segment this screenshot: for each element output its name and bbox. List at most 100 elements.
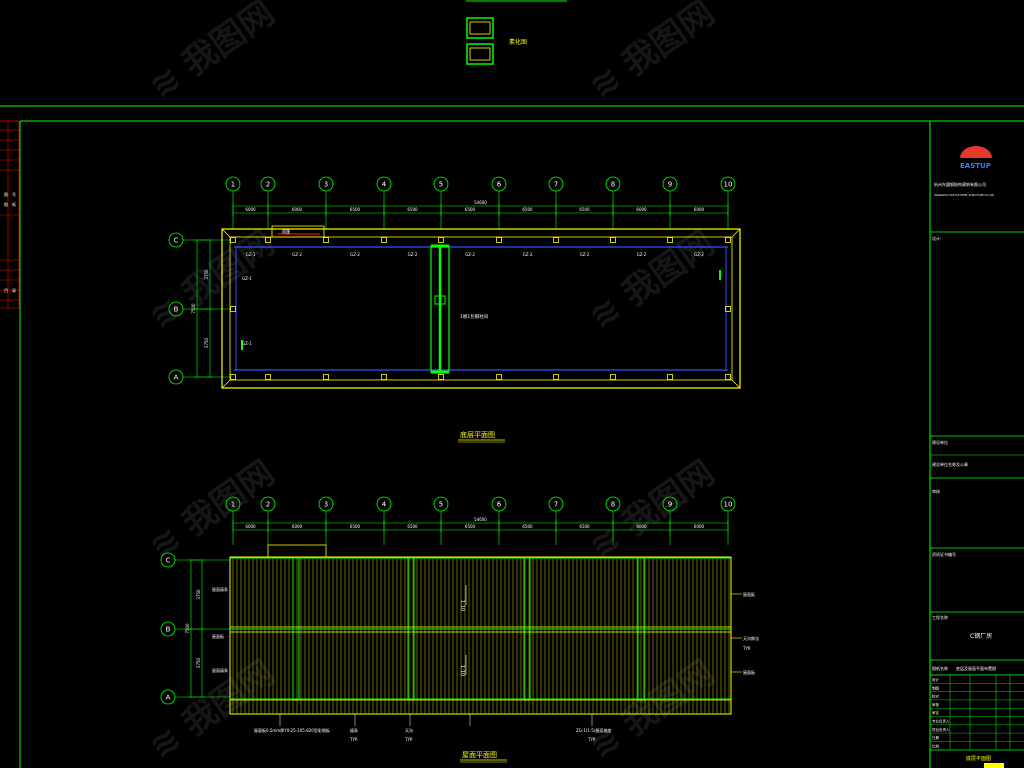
drawing-frame bbox=[0, 105, 1024, 768]
row-label-C: C bbox=[174, 237, 179, 245]
svg-text:≋ 我图网: ≋ 我图网 bbox=[582, 0, 722, 107]
legend: 素化图 bbox=[466, 0, 567, 65]
row-label-B: B bbox=[174, 306, 179, 314]
roof-bottom-label-4: TYP. bbox=[404, 737, 413, 742]
row-dim-1: 7500 bbox=[191, 303, 196, 314]
span-dim-1: 6000 bbox=[292, 524, 303, 529]
roof-bottom-label-6: TYP. bbox=[587, 737, 596, 742]
column bbox=[667, 374, 673, 380]
tb-note: 设计: bbox=[932, 235, 941, 241]
column bbox=[553, 374, 559, 380]
column bbox=[381, 237, 387, 243]
span-dim-4: 6500 bbox=[465, 524, 476, 529]
span-dim-2: 6500 bbox=[350, 207, 361, 212]
tb-row-2: 校对 bbox=[932, 694, 940, 699]
axis-label-4: 4 bbox=[382, 501, 387, 509]
tb-row-5: 专业负责人 bbox=[932, 719, 950, 724]
row-dim-1: 7500 bbox=[185, 623, 190, 634]
axis-label-9: 9 bbox=[668, 181, 672, 189]
strip-label-3: 纸 bbox=[12, 201, 16, 207]
roof-right-label-1: 天沟做法 bbox=[743, 635, 759, 641]
legend-label: 素化图 bbox=[509, 38, 527, 46]
strip-label-2: 图 bbox=[4, 201, 8, 207]
roof-left-label-1: 屋面板 bbox=[212, 633, 224, 639]
column-mark-1: GZ-2 bbox=[292, 252, 302, 257]
row-dim-0: 3750 bbox=[196, 589, 201, 600]
canopy-label: 雨篷 bbox=[282, 228, 290, 234]
column-mark-6: GZ-2 bbox=[580, 252, 590, 257]
roof-plan: 1:10 1:10 屋面板 天沟做法 TYP. 屋面板 屋面檩条 屋面板 屋面檩… bbox=[212, 544, 759, 742]
column bbox=[323, 237, 329, 243]
roof-bottom-label-1: 檩条 bbox=[350, 727, 358, 733]
axis-label-1: 1 bbox=[231, 181, 235, 189]
span-dim-0: 6000 bbox=[245, 207, 256, 212]
span-dim-3: 6500 bbox=[407, 524, 418, 529]
roof-left-label-0: 屋面檩条 bbox=[212, 586, 228, 592]
column bbox=[496, 237, 502, 243]
axis-label-2: 2 bbox=[266, 181, 270, 189]
span-dim-3: 6500 bbox=[407, 207, 418, 212]
tb-drawing-name: 底层及屋面平面布置图 bbox=[956, 665, 996, 671]
column bbox=[230, 374, 236, 380]
column bbox=[725, 306, 731, 312]
span-dim-7: 6000 bbox=[636, 207, 647, 212]
span-dim-7: 6000 bbox=[636, 524, 647, 529]
top-plan-columns bbox=[230, 237, 731, 380]
column bbox=[230, 237, 236, 243]
axis-label-7: 7 bbox=[554, 501, 558, 509]
company-name-en: HANGZHOU EASTUP STEEL STRUCTURE CO.,LTD bbox=[934, 193, 994, 197]
column bbox=[496, 374, 502, 380]
row-label-B: B bbox=[166, 626, 171, 634]
strip-label-1: 号 bbox=[12, 191, 16, 197]
column bbox=[230, 306, 236, 312]
strip-label-4: 目 bbox=[4, 288, 8, 293]
column-mark-7: GZ-2 bbox=[637, 252, 647, 257]
row-label-A: A bbox=[174, 374, 179, 382]
roof-bottom-label-3: 天沟 bbox=[405, 727, 413, 733]
column-mark-4: GZ-2 bbox=[465, 252, 475, 257]
column-mark-5: GZ-2 bbox=[523, 252, 533, 257]
company-logo: EASTUP bbox=[960, 146, 992, 170]
column bbox=[381, 374, 387, 380]
tb-field-1: 建设单位 bbox=[932, 439, 948, 445]
roof-bottom-label-5: ZG-1(1:5)屋面坡度 bbox=[576, 727, 611, 733]
roof-right-label-0: 屋面板 bbox=[743, 591, 755, 597]
tb-row-0: 设计 bbox=[932, 677, 940, 682]
axis-label-2: 2 bbox=[266, 501, 270, 509]
tb-row-4: 审定 bbox=[932, 710, 940, 715]
axis-label-6: 6 bbox=[497, 501, 502, 509]
row-label-C: C bbox=[166, 557, 171, 565]
column bbox=[265, 237, 271, 243]
total-dim: 54600 bbox=[474, 200, 487, 205]
company-name: 杭州东盟钢结构建筑有限公司 bbox=[934, 181, 986, 187]
center-label: 1根1包钢柱间 bbox=[460, 313, 489, 320]
column bbox=[725, 237, 731, 243]
roof-left-label-2: 屋面檩条 bbox=[212, 667, 228, 673]
axis-label-5: 5 bbox=[439, 501, 443, 509]
tb-row-6: 项目负责人 bbox=[932, 727, 950, 732]
tb-field-4: 资质证书编号 bbox=[932, 551, 956, 557]
svg-text:≋ 我图网: ≋ 我图网 bbox=[142, 453, 282, 567]
column bbox=[610, 237, 616, 243]
span-dim-4: 6500 bbox=[465, 207, 476, 212]
tb-field-2: 建设单位名称及公章 bbox=[932, 461, 968, 467]
svg-text:≋ 我图网: ≋ 我图网 bbox=[582, 223, 722, 337]
top-plan: 雨篷 1根1包钢柱间 GZ-1 GZ-1 bbox=[221, 225, 741, 389]
roof-plan-title: 屋面平面图 bbox=[462, 751, 497, 759]
tb-row-3: 审核 bbox=[932, 702, 940, 707]
row-dim-2: 3750 bbox=[204, 337, 209, 348]
tb-row-7: 日期 bbox=[932, 735, 940, 740]
svg-text:≋ 我图网: ≋ 我图网 bbox=[582, 453, 722, 567]
watermark: ≋ 我图网 ≋ 我图网 ≋ 我图网 ≋ 我图网 ≋ 我图网 ≋ 我图网 ≋ 我图… bbox=[142, 0, 722, 767]
column bbox=[667, 237, 673, 243]
column bbox=[438, 237, 444, 243]
tb-field-3: 审核 bbox=[932, 488, 940, 494]
axis-label-3: 3 bbox=[324, 181, 328, 189]
column-mark-2: GZ-2 bbox=[350, 252, 360, 257]
axis-label-3: 3 bbox=[324, 501, 328, 509]
column-mark-3: GZ-2 bbox=[408, 252, 418, 257]
